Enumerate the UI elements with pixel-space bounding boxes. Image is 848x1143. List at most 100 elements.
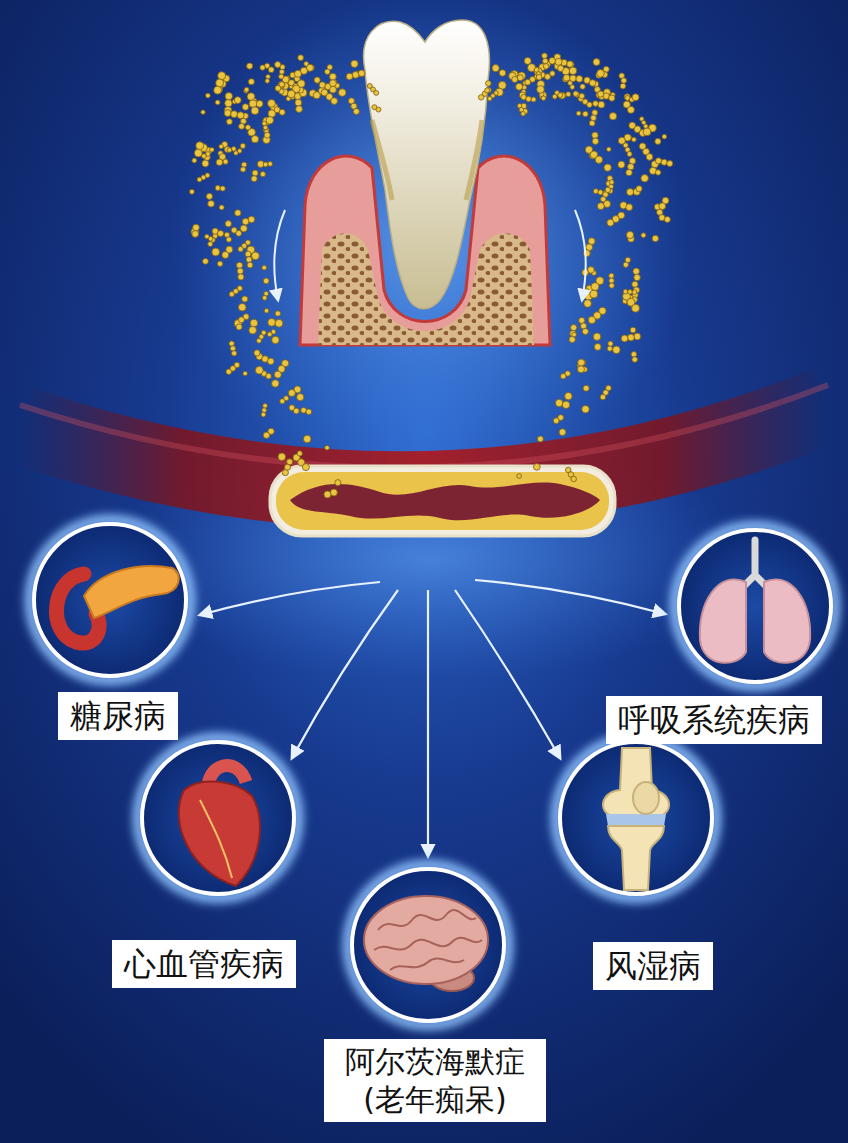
bacterium	[376, 107, 381, 112]
bacterium	[262, 296, 267, 301]
bacterium	[245, 125, 250, 130]
bacterium	[238, 303, 246, 311]
bacterium	[536, 74, 542, 80]
bacterium	[205, 93, 210, 98]
bacterium	[208, 237, 213, 242]
bacterium	[251, 252, 259, 260]
bacterium	[238, 274, 244, 280]
bacterium	[240, 143, 245, 148]
bacterium	[313, 92, 320, 99]
bacterium	[524, 57, 531, 64]
tooth-group	[300, 20, 550, 345]
bacterium	[641, 233, 646, 238]
bacterium	[558, 65, 564, 71]
cartilage	[606, 814, 666, 826]
bacterium	[641, 175, 649, 183]
bacterium	[201, 110, 205, 114]
bacterium	[609, 113, 616, 120]
bacterium	[230, 346, 235, 351]
bacterium	[559, 429, 566, 436]
bacterium	[628, 290, 633, 295]
bacterium	[609, 95, 615, 101]
bacterium	[655, 170, 660, 175]
bacterium	[628, 164, 634, 170]
bacterium	[294, 70, 301, 77]
coronary	[200, 800, 232, 878]
bacterium	[224, 110, 231, 117]
bacterium	[632, 94, 639, 101]
spread-arrow	[475, 580, 665, 614]
bacterium	[192, 158, 197, 163]
bacterium	[627, 106, 634, 113]
bacterium	[563, 74, 570, 81]
bacterium	[566, 92, 571, 97]
bacterium	[212, 248, 220, 256]
bacterium	[231, 111, 238, 118]
bacterium	[251, 107, 259, 115]
bacteria-stream	[189, 53, 672, 498]
bacterium	[255, 366, 263, 374]
bacterium	[272, 336, 279, 343]
lungs-icon	[700, 540, 810, 663]
bacterium	[197, 177, 202, 182]
plaque	[276, 472, 609, 530]
bacterium	[263, 278, 269, 284]
bacterium	[667, 161, 673, 167]
bacterium	[542, 53, 548, 59]
organ-circles	[30, 520, 835, 1025]
bacterium	[189, 189, 194, 194]
bacterium	[597, 203, 604, 210]
bacterium	[626, 231, 633, 238]
bacterium	[244, 87, 249, 92]
bacterium	[216, 159, 223, 166]
bacterium	[206, 193, 212, 199]
bacterium	[242, 218, 249, 225]
vessel-cutaway	[270, 466, 615, 536]
bacterium	[260, 65, 265, 70]
bacterium	[236, 324, 242, 330]
circle-glow	[138, 738, 298, 898]
bacterium	[306, 409, 312, 415]
bacterium	[598, 190, 603, 195]
bacterium	[215, 185, 220, 190]
bacterium	[272, 380, 279, 387]
bacterium	[621, 335, 628, 342]
bacterium	[572, 332, 577, 337]
label-box: 阿尔茨海默症 (老年痴呆)	[324, 1039, 546, 1122]
bacterium	[620, 83, 626, 89]
bacterium	[325, 69, 330, 74]
bacterium	[227, 119, 233, 125]
bacterium	[268, 161, 273, 166]
bacterium	[512, 76, 518, 82]
bacterium	[533, 463, 540, 470]
bacterium	[516, 83, 523, 90]
bacterium	[260, 172, 265, 177]
bacterium	[192, 231, 199, 238]
bacterium	[632, 281, 638, 287]
bacterium	[592, 138, 598, 144]
bacterium	[609, 278, 614, 283]
bacterium	[609, 283, 614, 288]
bacterium	[274, 371, 281, 378]
bacterium	[628, 334, 635, 341]
bacterium	[607, 219, 614, 226]
bacterium	[237, 268, 243, 274]
bacterium	[256, 100, 263, 107]
bacterium	[571, 324, 577, 330]
brain-icon	[364, 896, 488, 991]
bacterium	[210, 147, 215, 152]
organ-circle	[352, 869, 504, 1021]
bacterium	[324, 491, 331, 498]
bacterium	[250, 319, 258, 327]
bacterium	[193, 224, 200, 231]
bacterium	[217, 261, 222, 266]
bacterium	[583, 111, 589, 117]
bacterium	[278, 453, 286, 461]
bacterium	[266, 373, 272, 379]
bacterium	[293, 408, 299, 414]
bacterium	[240, 225, 247, 232]
bacterium	[521, 112, 526, 117]
bacterium	[627, 189, 634, 196]
bacterium	[249, 100, 257, 108]
